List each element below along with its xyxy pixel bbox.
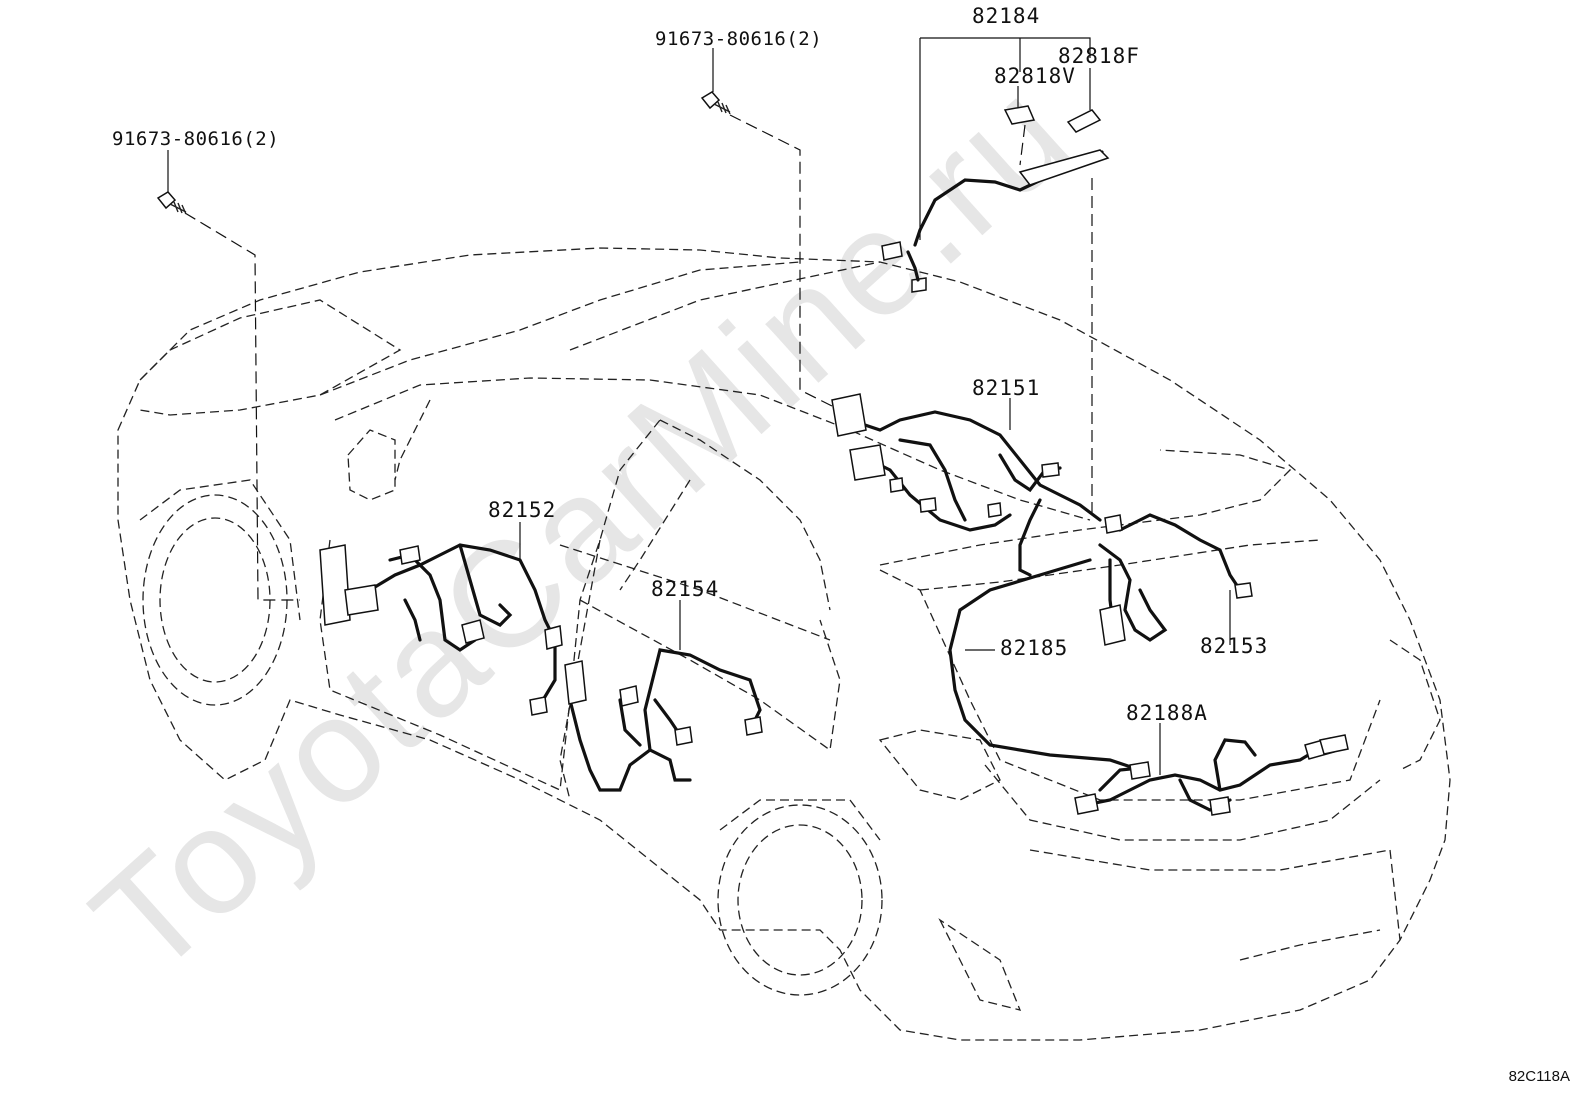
label-82184: 82184 — [972, 4, 1041, 28]
harness-82153 — [1098, 513, 1253, 646]
harness-82184 — [881, 105, 1110, 293]
harness-82188A — [1074, 734, 1349, 816]
fastener-guide-lines — [184, 114, 1093, 601]
label-82818F: 82818F — [1058, 44, 1140, 68]
label-82188A: 82188A — [1126, 701, 1208, 725]
label-82151: 82151 — [972, 376, 1041, 400]
diagram-code: 82C118A — [1508, 1068, 1570, 1085]
bolt-left-icon — [156, 191, 187, 215]
label-bolt-left: 91673-80616(2) — [112, 128, 280, 150]
harness-82151 — [831, 393, 1102, 577]
label-82154: 82154 — [651, 577, 720, 601]
label-bolt-top: 91673-80616(2) — [655, 28, 823, 50]
leader-lines — [167, 37, 1231, 775]
label-82152: 82152 — [488, 498, 557, 522]
harness-82152 — [319, 543, 563, 716]
label-82185: 82185 — [1000, 636, 1069, 660]
harness-82154 — [564, 648, 763, 792]
label-82818V: 82818V — [994, 64, 1076, 88]
harness-82185 — [948, 558, 1142, 772]
bolt-top-icon — [700, 91, 731, 115]
label-82153: 82153 — [1200, 634, 1269, 658]
